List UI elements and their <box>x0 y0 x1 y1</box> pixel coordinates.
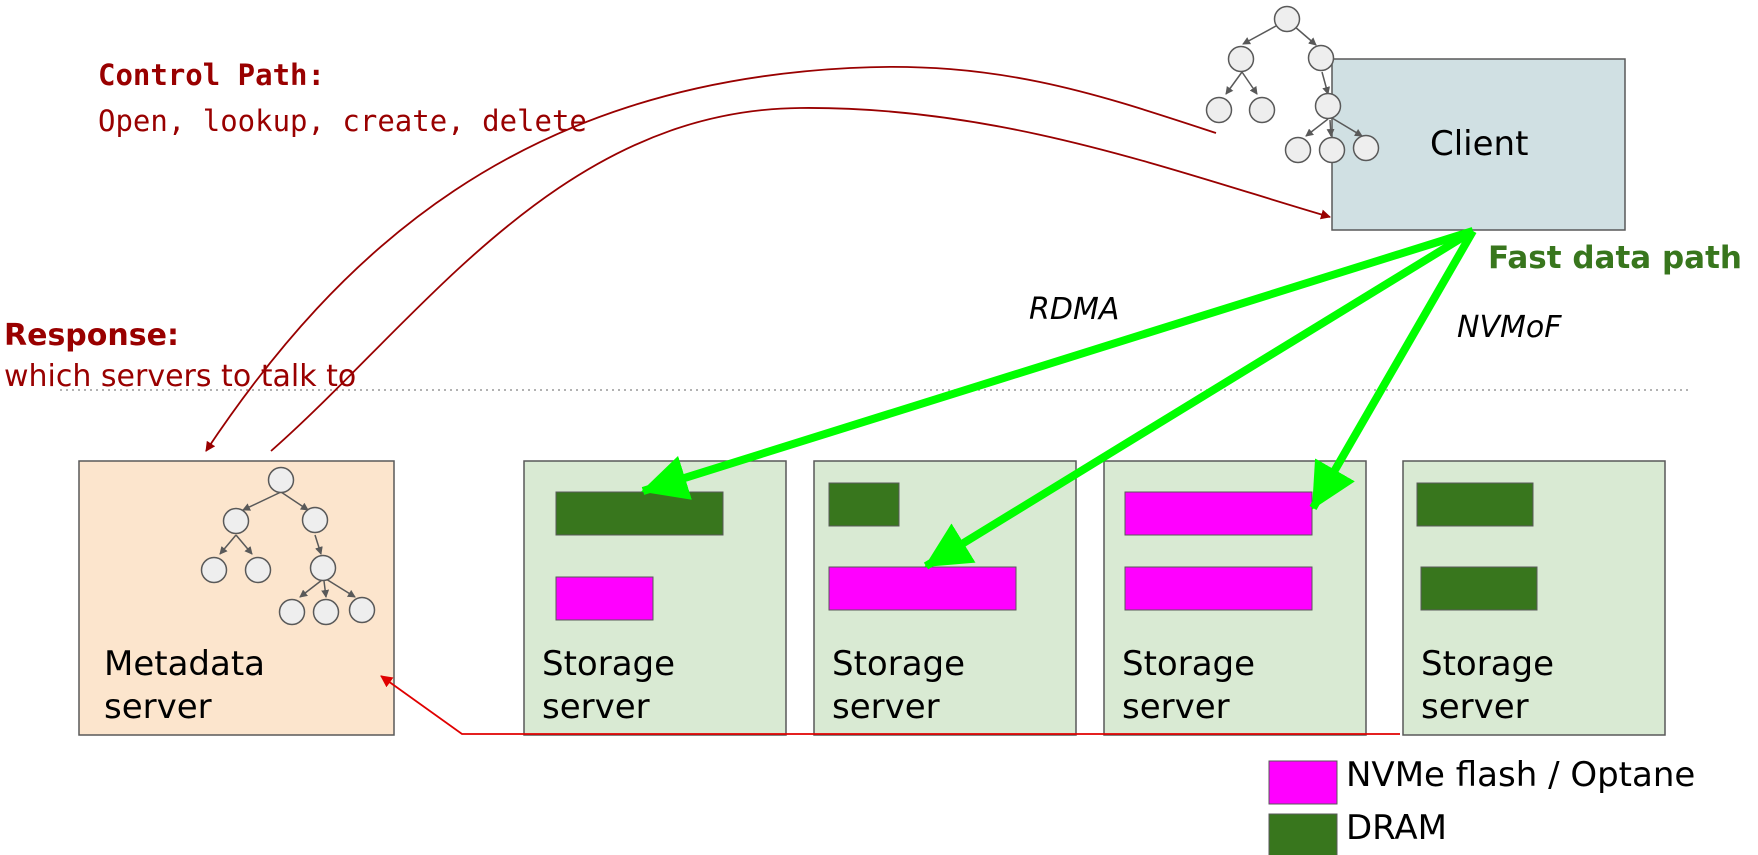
fast-data-path-label: Fast data path <box>1488 240 1742 276</box>
storage-server-label-4: Storage server <box>1421 643 1554 729</box>
metadata-server-box <box>78 460 395 736</box>
metadata-tree-icon <box>200 466 376 626</box>
response-description: which servers to talk to <box>4 359 357 394</box>
dram-block <box>555 491 724 536</box>
metadata-server-label-line1: Metadata <box>104 644 266 684</box>
nvme-block <box>1124 491 1313 536</box>
rdma-arrow-2 <box>923 227 1476 570</box>
storage-to-metadata-arrow <box>380 675 1400 735</box>
control-path-title: Control Path: <box>98 58 325 92</box>
storage-server-label-line1: Storage <box>1421 644 1555 684</box>
storage-server-label-line1: Storage <box>832 644 966 684</box>
storage-server-label-line2: server <box>832 687 940 727</box>
nvmof-label: NVMoF <box>1457 310 1562 345</box>
nvme-block <box>555 576 654 621</box>
legend-label-dram: DRAM <box>1346 808 1448 848</box>
dram-block <box>828 482 900 527</box>
dram-block <box>1416 482 1534 527</box>
client-label: Client <box>1430 124 1529 164</box>
storage-server-label-line2: server <box>542 687 650 727</box>
legend-swatch-nvme <box>1268 760 1338 805</box>
client-tree-icon <box>1205 5 1380 164</box>
rdma-arrow-1 <box>641 227 1475 500</box>
response-title: Response: <box>4 318 179 353</box>
legend-swatch-dram <box>1268 813 1338 855</box>
storage-server-label-2: Storage server <box>832 643 965 729</box>
metadata-server-label: Metadata server <box>104 643 265 729</box>
response-arrow <box>205 65 1217 452</box>
storage-server-label-line2: server <box>1122 687 1230 727</box>
storage-server-label-line1: Storage <box>1122 644 1256 684</box>
client-box <box>1331 58 1626 231</box>
storage-server-label-line2: server <box>1421 687 1529 727</box>
legend-label-nvme: NVMe flash / Optane <box>1346 755 1696 795</box>
fast-data-path-arrows <box>641 227 1477 570</box>
rdma-label: RDMA <box>1029 292 1120 327</box>
storage-server-label-3: Storage server <box>1122 643 1255 729</box>
storage-server-label-line1: Storage <box>542 644 676 684</box>
nvmof-arrow <box>1309 228 1477 511</box>
metadata-server-label-line2: server <box>104 687 212 727</box>
dram-block <box>1420 566 1538 611</box>
storage-server-label-1: Storage server <box>542 643 675 729</box>
nvme-block <box>828 566 1017 611</box>
nvme-block <box>1124 566 1313 611</box>
control-path-description: Open, lookup, create, delete <box>98 104 587 138</box>
control-path-request-arrow <box>270 107 1331 452</box>
